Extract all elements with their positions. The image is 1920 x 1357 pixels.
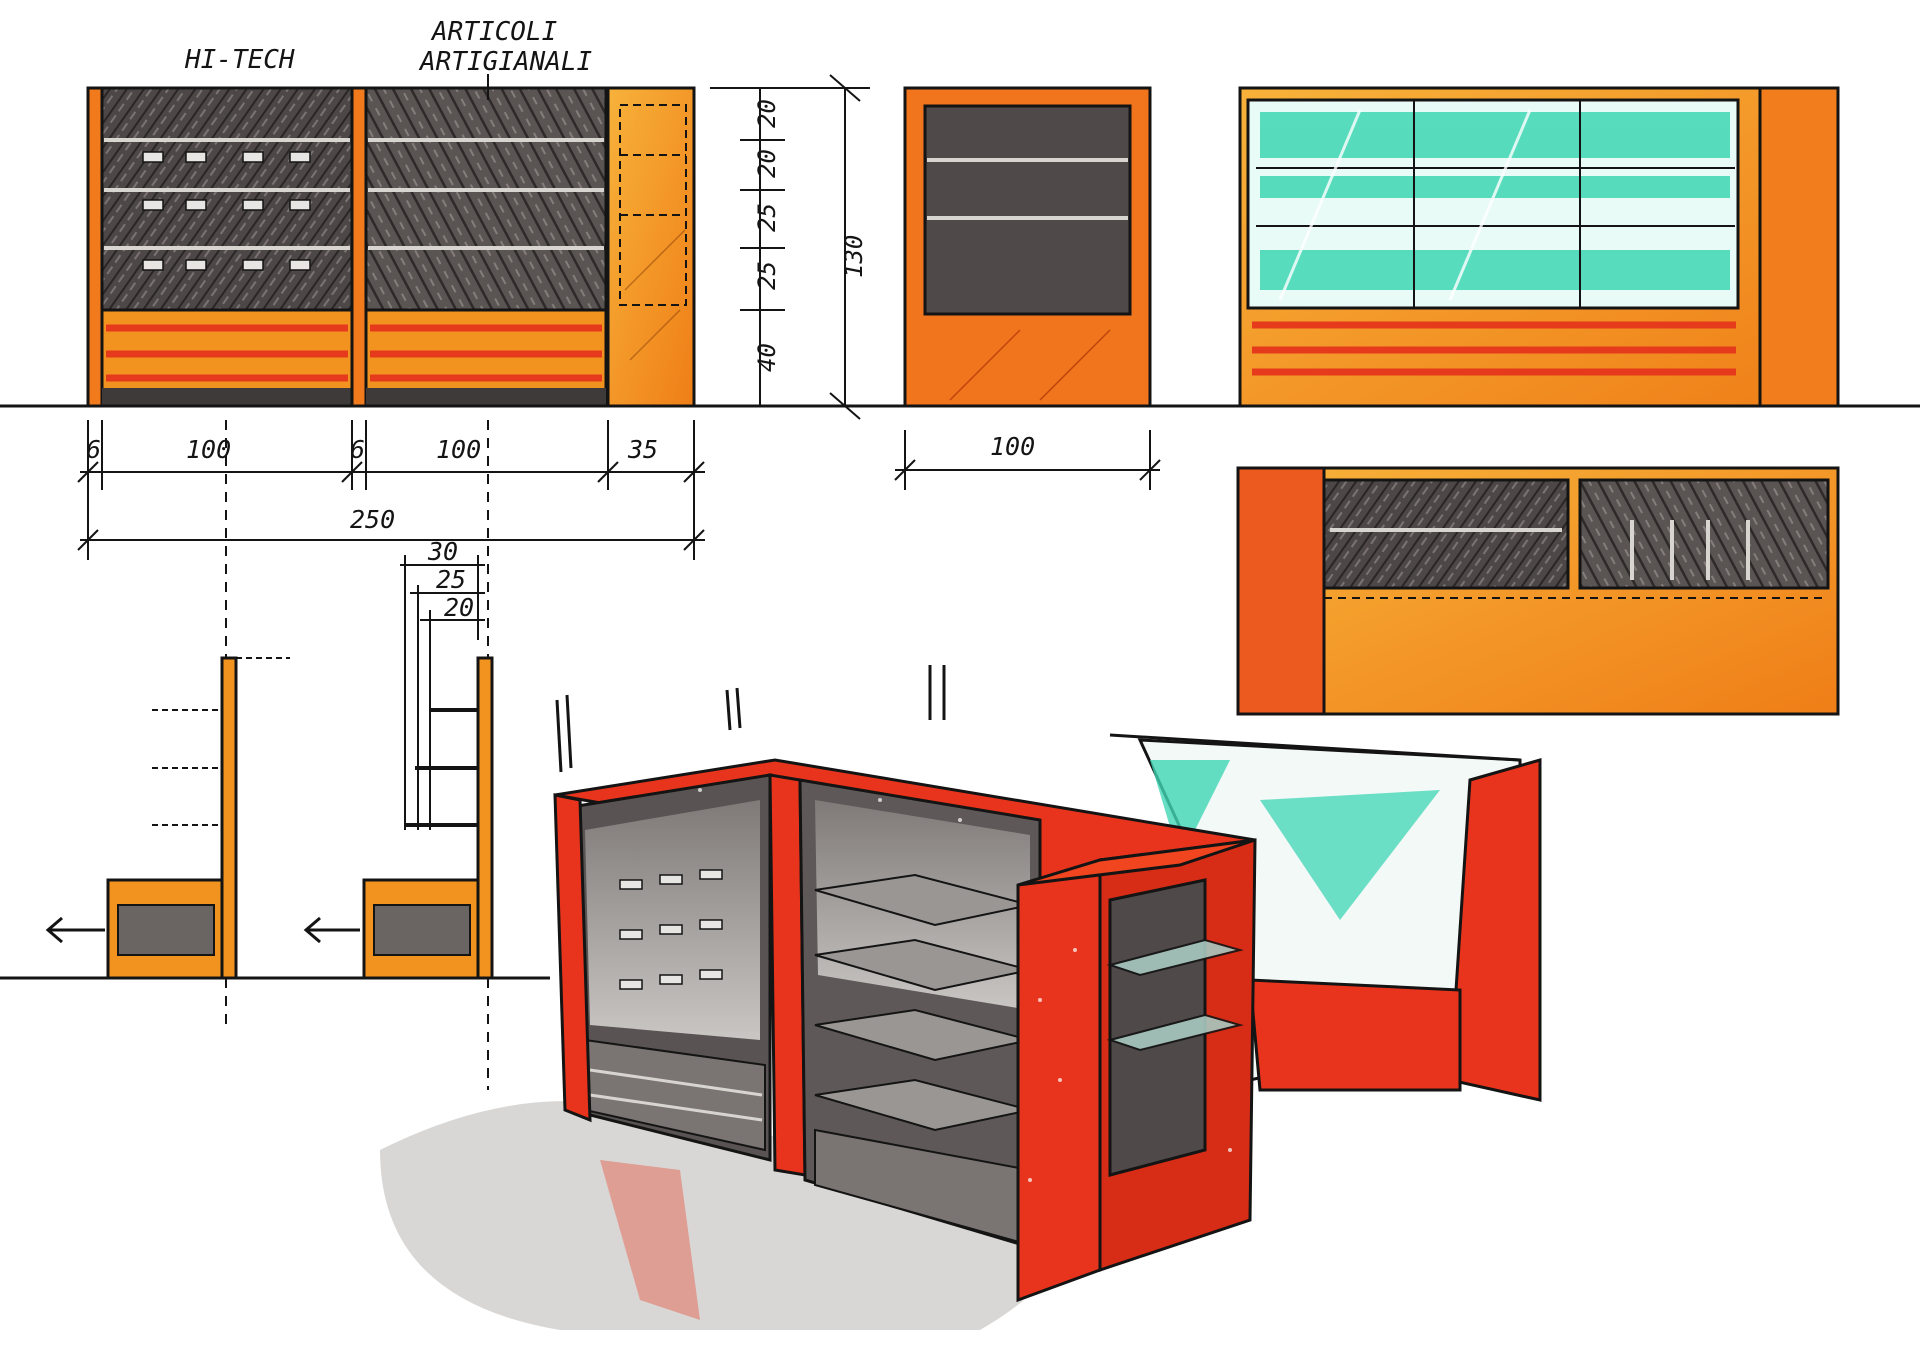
dim-height-shelf-1: 20 (753, 99, 781, 128)
dim-side-left: 6 (86, 435, 101, 464)
dim-height-shelf-4: 25 (753, 261, 781, 290)
perspective-view (380, 665, 1542, 1330)
dim-section-25: 25 (436, 565, 466, 594)
dim-total-width: 250 (350, 505, 395, 534)
height-dimension-chain (710, 74, 870, 420)
dim-bay-right: 100 (436, 435, 481, 464)
dim-side-mid: 6 (350, 435, 365, 464)
plan-view (1236, 466, 1840, 716)
dim-height-shelf-3: 25 (753, 203, 781, 232)
dim-height-total: 130 (840, 235, 868, 278)
section-left (45, 656, 290, 980)
dim-section-20: 20 (444, 593, 474, 622)
label-hi-tech: HI-TECH (184, 45, 295, 75)
back-elevation (1238, 86, 1840, 408)
dim-height-shelf-2: 20 (753, 149, 781, 178)
section-right (303, 555, 494, 980)
dim-bay-left: 100 (186, 435, 231, 464)
front-elevation (86, 86, 696, 408)
dim-section-30: 30 (427, 537, 458, 566)
label-artigianali: ARTIGIANALI (418, 47, 592, 77)
hook-row (142, 151, 311, 271)
label-articoli: ARTICOLI (430, 17, 557, 47)
dim-height-base: 40 (753, 343, 781, 372)
width-dimension-chain (77, 420, 705, 560)
dim-end-unit: 35 (627, 435, 658, 464)
dim-side-width: 100 (990, 432, 1035, 461)
side-elevation (894, 86, 1161, 490)
